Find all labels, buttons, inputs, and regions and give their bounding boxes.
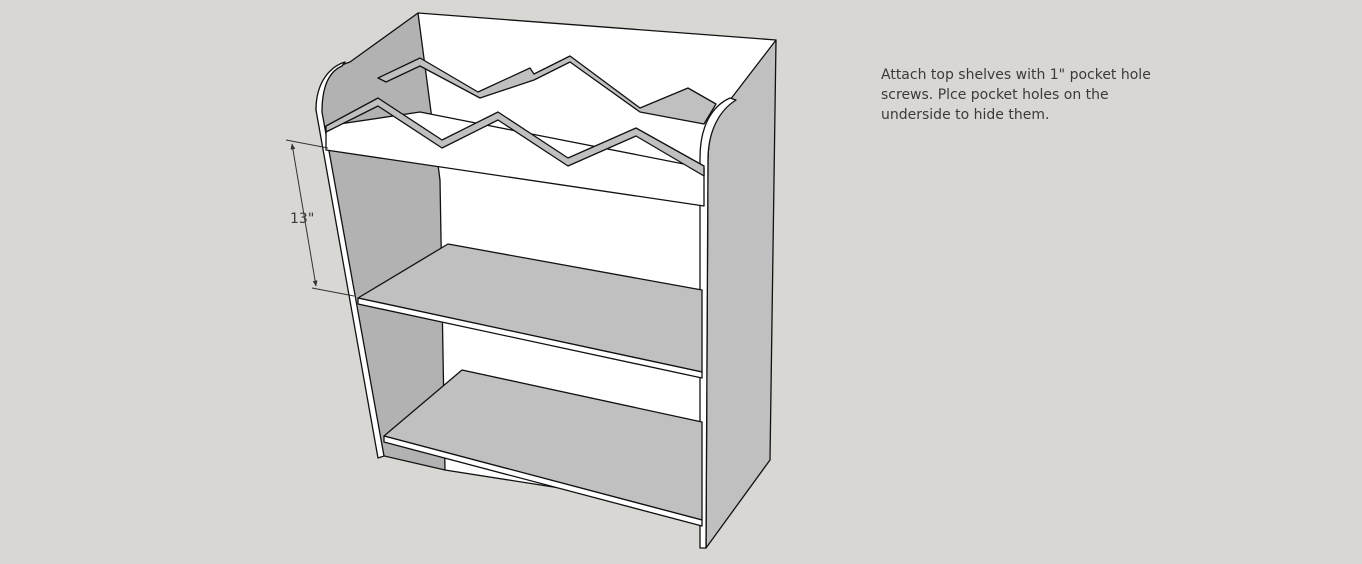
right-side-panel-edge	[699, 97, 737, 549]
bottom-shelf-edge	[383, 435, 703, 527]
instruction-note: Attach top shelves with 1" pocket hole s…	[881, 67, 1151, 123]
rear-zigzag-shelf	[377, 55, 717, 125]
middle-shelf-edge	[357, 297, 703, 379]
dimension-label: 13"	[290, 211, 314, 227]
front-zigzag-shelf	[325, 97, 705, 177]
left-side-panel-edge	[315, 61, 385, 459]
dimension-13-inch	[285, 139, 355, 297]
